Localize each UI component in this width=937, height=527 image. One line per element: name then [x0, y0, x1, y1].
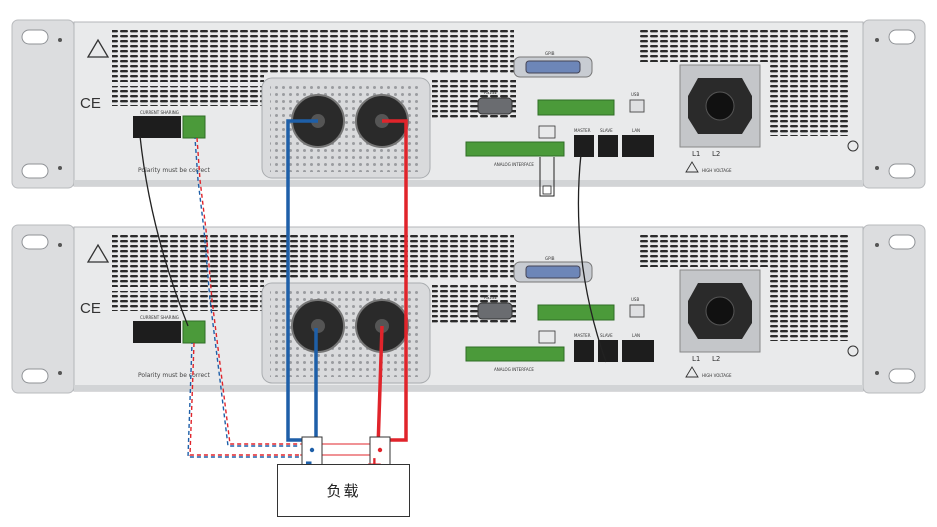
vent-grille: [770, 62, 850, 136]
current-share-connector: [133, 321, 181, 343]
sense-jumper-box: [538, 330, 556, 344]
rack-slot: [888, 368, 916, 384]
vent-grille: [112, 86, 262, 106]
slave-port: [598, 340, 618, 362]
rs232-label: RS232: [484, 90, 497, 95]
analog-interface-connector: [465, 346, 565, 362]
usb-label: USB: [631, 92, 639, 97]
vent-grille: [112, 235, 264, 287]
ce-mark: CE: [80, 300, 101, 317]
rs232-label: RS232: [484, 295, 497, 300]
warning-icon: [685, 161, 699, 173]
lan-port: [622, 340, 654, 362]
sense-wire-positive-upper: [196, 137, 300, 445]
sense-jumper-box: [538, 125, 556, 139]
current-share-cable: [139, 135, 189, 327]
lan-port: [622, 135, 654, 157]
analog-interface-label: ANALOG INTERFACE: [494, 162, 534, 167]
usb-port: [629, 304, 645, 318]
left-rack-ear: [11, 19, 75, 189]
right-rack-ear: [862, 19, 926, 189]
rack-slot: [21, 163, 49, 179]
green-terminal-block: [182, 115, 206, 139]
high-voltage-note: HIGH VOLTAGE: [702, 168, 732, 173]
warning-icon: [86, 38, 110, 58]
polarity-note: Polarity must be correct: [138, 167, 210, 174]
master-port: [574, 135, 594, 157]
sense-wire-positive-lower: [189, 342, 300, 456]
ground-icon: [847, 345, 859, 357]
rs232-port: [477, 302, 513, 320]
l2-label: L2: [712, 150, 720, 158]
vent-grille: [112, 291, 262, 311]
gpib-label: GPIB: [545, 256, 555, 261]
master-label: MASTER: [574, 128, 591, 133]
high-voltage-note: HIGH VOLTAGE: [702, 373, 732, 378]
master-label: MASTER: [574, 333, 591, 338]
slave-label: SLAVE: [600, 128, 613, 133]
left-rack-ear: [11, 224, 75, 394]
usb-label: USB: [631, 297, 639, 302]
sense-wire-negative-upper: [194, 137, 300, 447]
lan-label: LAN: [632, 333, 640, 338]
polarity-note: Polarity must be correct: [138, 372, 210, 379]
slave-label: SLAVE: [600, 333, 613, 338]
negative-polarity-sign: -: [305, 452, 313, 473]
analog-interface-label: ANALOG INTERFACE: [494, 367, 534, 372]
master-port: [574, 340, 594, 362]
vent-grille: [112, 30, 264, 82]
green-terminal-block: [182, 320, 206, 344]
warning-icon: [685, 366, 699, 378]
vent-grille: [264, 235, 514, 279]
right-rack-ear: [862, 224, 926, 394]
load-label: 负载: [326, 482, 361, 500]
lan-label: LAN: [632, 128, 640, 133]
vent-grille: [264, 30, 514, 74]
l2-label: L2: [712, 355, 720, 363]
l1-label: L1: [692, 150, 700, 158]
rs232-port: [477, 97, 513, 115]
vent-grille: [770, 267, 850, 341]
rack-slot: [888, 163, 916, 179]
sense-jumper-wire: [539, 157, 555, 197]
rack-slot: [888, 234, 916, 250]
slave-port: [598, 135, 618, 157]
rack-slot: [21, 29, 49, 45]
lower-power-supply-unit: CE CURRENT SHARING Polarity must be corr…: [11, 224, 926, 394]
current-share-label: CURRENT SHARING: [140, 110, 179, 115]
ce-mark: CE: [80, 95, 101, 112]
sense-wire-negative-lower: [187, 342, 300, 458]
upper-power-supply-unit: CE CURRENT SHARING Polarity must be corr…: [11, 19, 926, 189]
vent-grille: [640, 235, 850, 267]
digital-io-connector: [537, 304, 615, 321]
ground-icon: [847, 140, 859, 152]
rack-slot: [888, 29, 916, 45]
current-share-label: CURRENT SHARING: [140, 315, 179, 320]
rack-slot: [21, 234, 49, 250]
usb-port: [629, 99, 645, 113]
digital-io-connector: [537, 99, 615, 116]
warning-icon: [86, 243, 110, 263]
rack-slot: [21, 368, 49, 384]
gpib-label: GPIB: [545, 51, 555, 56]
l1-label: L1: [692, 355, 700, 363]
analog-interface-connector: [465, 141, 565, 157]
load-box: 负载: [277, 464, 410, 517]
current-share-connector: [133, 116, 181, 138]
master-slave-cable: [577, 153, 607, 363]
vent-grille: [640, 30, 850, 62]
